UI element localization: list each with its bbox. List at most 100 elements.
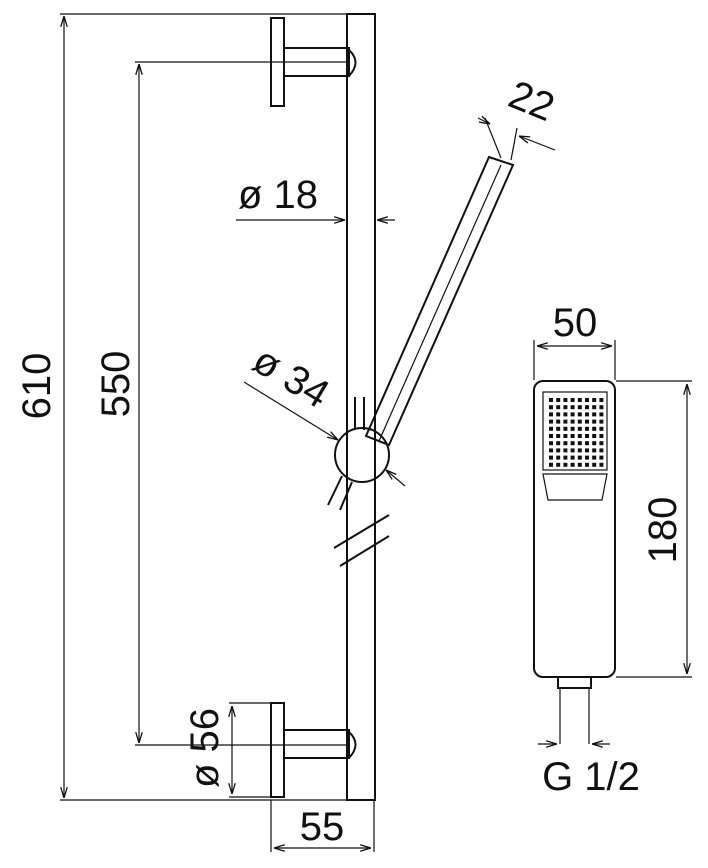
nozzle: [585, 434, 589, 438]
nozzle: [599, 455, 604, 460]
dimension-handshower-length: 180: [616, 380, 692, 678]
nozzle: [585, 441, 589, 446]
nozzle: [563, 405, 568, 410]
nozzle: [563, 398, 568, 402]
nozzle: [592, 419, 597, 424]
slider-diameter-label: ø 34: [245, 338, 336, 417]
nozzle: [577, 455, 582, 460]
handshower-length-label: 180: [641, 497, 685, 564]
dimension-bracket-diameter: ø 56: [183, 702, 273, 798]
nozzle: [592, 426, 597, 431]
nozzle: [592, 405, 597, 410]
nozzle: [549, 412, 553, 417]
nozzle: [599, 398, 604, 402]
nozzle: [585, 426, 589, 431]
nozzle: [577, 412, 582, 417]
nozzle: [577, 419, 582, 424]
nozzle: [592, 448, 597, 453]
nozzle: [570, 448, 575, 453]
nozzle: [570, 412, 575, 417]
nozzle: [585, 398, 589, 402]
nozzle: [577, 434, 582, 438]
nozzle: [570, 455, 575, 460]
nozzle: [563, 412, 568, 417]
nozzle: [556, 405, 561, 410]
dimension-total-height: 610: [15, 13, 350, 801]
hose-connector: [557, 676, 592, 689]
nozzle: [549, 398, 553, 402]
nozzle: [556, 434, 561, 438]
nozzle: [570, 441, 575, 446]
nozzle: [585, 455, 589, 460]
nozzle: [570, 419, 575, 424]
nozzle: [599, 462, 604, 467]
nozzle: [556, 441, 561, 446]
nozzle: [599, 441, 604, 446]
bottom-wall-bracket: [270, 702, 357, 798]
total-height-label: 610: [15, 353, 59, 420]
nozzle: [577, 441, 582, 446]
nozzle: [599, 405, 604, 410]
hose-stub: [333, 514, 390, 567]
bracket-spacing-label: 550: [94, 351, 138, 418]
dimension-connection-thread: G 1/2: [538, 744, 640, 799]
nozzle: [599, 412, 604, 417]
nozzle: [549, 426, 553, 431]
nozzle: [556, 455, 561, 460]
spray-nozzles: [549, 398, 604, 467]
nozzle: [577, 398, 582, 402]
nozzle: [556, 426, 561, 431]
nozzle: [570, 426, 575, 431]
nozzle: [563, 455, 568, 460]
bracket-diameter-label: ø 56: [183, 708, 227, 788]
nozzle: [577, 426, 582, 431]
nozzle: [592, 434, 597, 438]
nozzle: [563, 448, 568, 453]
nozzle: [585, 419, 589, 424]
nozzle: [570, 398, 575, 402]
nozzle: [592, 412, 597, 417]
nozzle: [549, 419, 553, 424]
handshower-width-label: 50: [553, 301, 598, 345]
hand-shower-side-view: [364, 155, 515, 447]
nozzle: [570, 405, 575, 410]
connection-thread-label: G 1/2: [542, 755, 640, 799]
dimension-bracket-spacing: 550: [94, 61, 349, 746]
nozzle: [592, 462, 597, 467]
dimension-handshower-thickness: 22: [477, 73, 560, 161]
nozzle: [599, 448, 604, 453]
dimension-wall-distance: 55: [270, 800, 375, 852]
nozzle: [592, 441, 597, 446]
nozzle: [577, 405, 582, 410]
nozzle: [549, 434, 553, 438]
dimension-bar-diameter: ø 18: [236, 173, 395, 220]
shower-rail: [346, 13, 376, 801]
bar-diameter-label: ø 18: [238, 173, 318, 217]
nozzle: [592, 398, 597, 402]
wall-distance-label: 55: [300, 805, 345, 849]
nozzle: [563, 419, 568, 424]
nozzle: [556, 462, 561, 467]
nozzle: [577, 462, 582, 467]
nozzle: [563, 441, 568, 446]
nozzle: [556, 398, 561, 402]
nozzle: [585, 448, 589, 453]
nozzle: [570, 434, 575, 438]
dimension-slider-diameter: ø 34: [243, 338, 406, 487]
slider-holder: [327, 397, 390, 511]
nozzle: [549, 441, 553, 446]
nozzle: [549, 405, 553, 410]
nozzle: [563, 426, 568, 431]
nozzle: [599, 434, 604, 438]
nozzle: [549, 448, 553, 453]
nozzle: [549, 462, 553, 467]
nozzle: [585, 412, 589, 417]
nozzle: [599, 419, 604, 424]
nozzle: [570, 462, 575, 467]
nozzle: [585, 462, 589, 467]
nozzle: [599, 426, 604, 431]
spray-face: [542, 391, 608, 471]
hand-shower-front-view: [533, 380, 616, 744]
nozzle: [549, 455, 553, 460]
nozzle: [577, 448, 582, 453]
